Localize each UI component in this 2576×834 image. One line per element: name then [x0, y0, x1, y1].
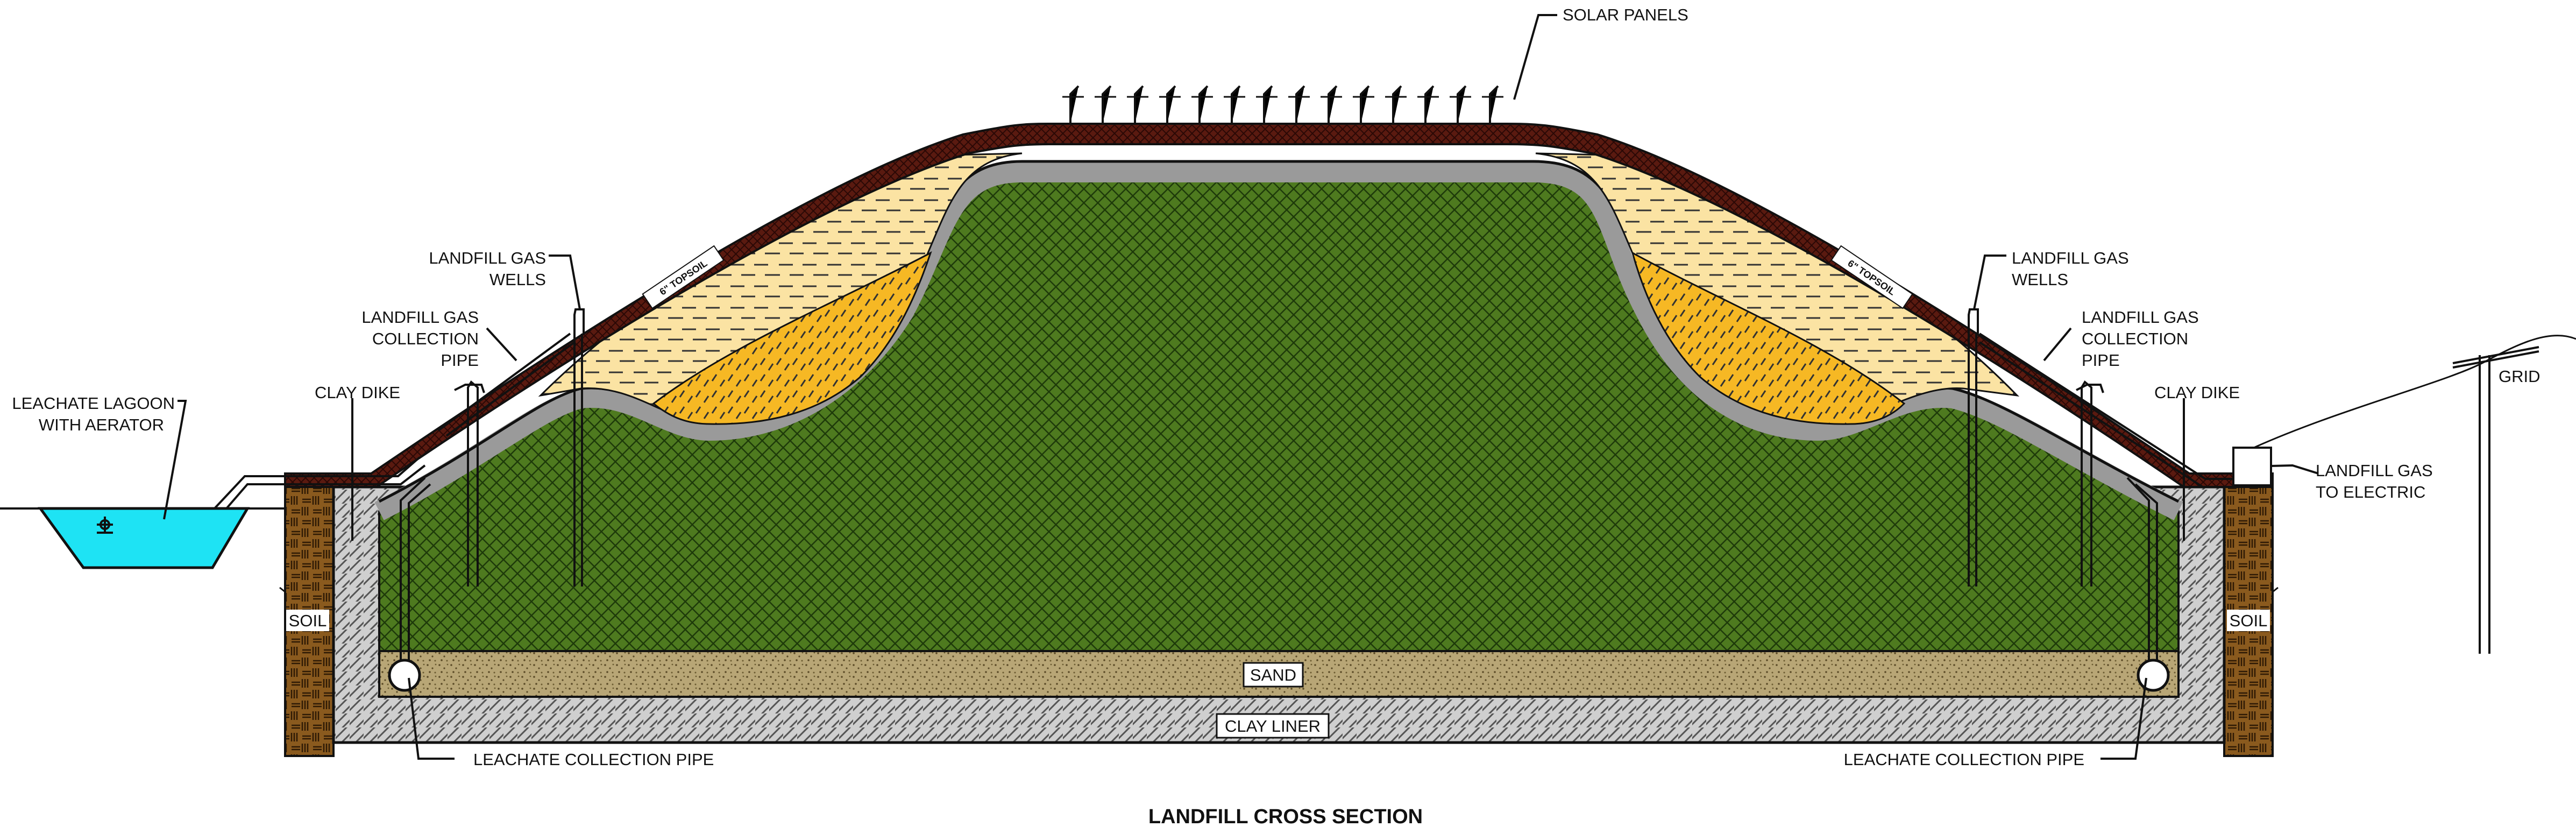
gas-to-electric-box [2232, 447, 2272, 486]
gas-collection-pipe-right [1978, 333, 2232, 488]
label-sand: SAND [1250, 666, 1296, 684]
solar-panels [1062, 85, 1503, 124]
label-gas-wells-right-1: LANDFILL GAS [2012, 249, 2129, 267]
label-lagoon-2: WITH AERATOR [39, 415, 164, 434]
label-gas-collection-left-2: COLLECTION [372, 329, 479, 348]
label-gas-collection-left-1: LANDFILL GAS [361, 308, 479, 327]
vertical-risers [400, 477, 2158, 661]
label-gas-wells-left-1: LANDFILL GAS [429, 249, 546, 267]
gas-wells-right [1968, 308, 2104, 586]
gas-collection-pipe-left [437, 333, 576, 437]
label-clay-dike-left: CLAY DIKE [315, 383, 400, 402]
label-leachate-pipe-right: LEACHATE COLLECTION PIPE [1844, 750, 2084, 769]
topsoil-cap [284, 123, 2274, 488]
label-gas-to-electric-1: LANDFILL GAS [2316, 461, 2433, 480]
waste-cover-band [374, 162, 2183, 520]
leachate-pipe-right [2137, 659, 2170, 692]
label-gas-collection-right-2: COLLECTION [2082, 329, 2188, 348]
label-gas-wells-right-2: WELLS [2012, 270, 2068, 289]
gas-wells-left [454, 308, 585, 586]
label-gas-collection-right-3: PIPE [2082, 351, 2120, 370]
label-clay-liner: CLAY LINER [1225, 717, 1321, 736]
label-soil-left: SOIL [289, 611, 327, 630]
aerator-icon [97, 517, 113, 534]
label-solar-panels: SOLAR PANELS [1563, 5, 1688, 24]
label-leachate-pipe-left: LEACHATE COLLECTION PIPE [473, 750, 714, 769]
label-gas-collection-left-3: PIPE [441, 351, 479, 370]
label-soil-right: SOIL [2230, 611, 2268, 630]
orange-wedge-right [1631, 251, 1906, 425]
label-gas-wells-left-2: WELLS [489, 270, 546, 289]
power-line [2253, 335, 2576, 449]
label-lagoon-1: LEACHATE LAGOON [12, 394, 175, 413]
leader-lines [163, 14, 2319, 760]
orange-wedge-left [652, 251, 932, 425]
diagram-title: LANDFILL CROSS SECTION [1148, 805, 1423, 828]
grid-pole [2452, 346, 2539, 654]
label-grid: GRID [2499, 367, 2540, 386]
leachate-lagoon [38, 507, 250, 569]
lagoon-outlet-pipe [203, 456, 426, 526]
label-clay-dike-right: CLAY DIKE [2154, 383, 2240, 402]
label-gas-collection-right-1: LANDFILL GAS [2082, 308, 2199, 327]
label-gas-to-electric-2: TO ELECTRIC [2316, 483, 2425, 501]
leachate-pipe-left [388, 659, 421, 692]
